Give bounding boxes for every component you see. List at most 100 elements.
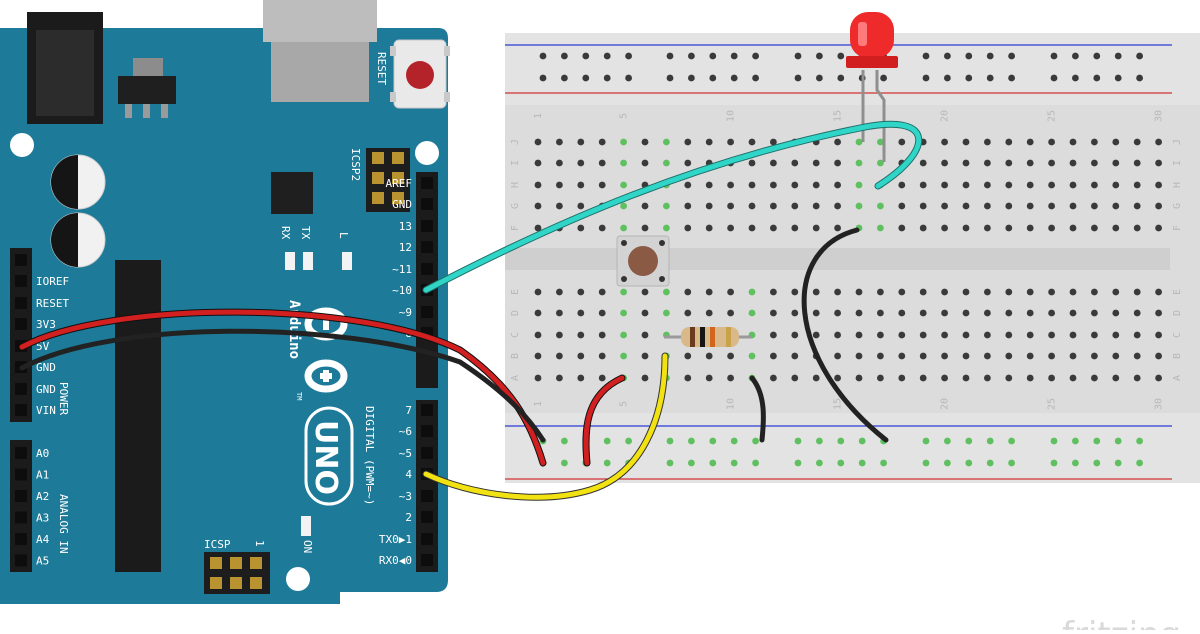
breadboard-hole[interactable] <box>534 202 542 210</box>
breadboard-hole[interactable] <box>748 181 756 189</box>
breadboard-hole[interactable] <box>962 352 970 360</box>
breadboard-hole[interactable] <box>791 352 799 360</box>
breadboard-hole[interactable] <box>1155 224 1162 232</box>
breadboard-hole[interactable] <box>941 309 948 317</box>
breadboard-hole[interactable] <box>770 138 777 146</box>
breadboard-hole[interactable] <box>812 181 820 189</box>
breadboard-hole[interactable] <box>1133 374 1141 382</box>
breadboard-hole[interactable] <box>898 352 906 360</box>
breadboard-hole[interactable] <box>1048 309 1055 317</box>
breadboard-hole[interactable] <box>684 224 692 232</box>
breadboard-hole[interactable] <box>1069 288 1077 296</box>
rail-hole[interactable] <box>816 437 823 445</box>
breadboard-hole[interactable] <box>663 202 670 210</box>
breadboard-hole[interactable] <box>1026 202 1034 210</box>
breadboard-hole[interactable] <box>941 224 948 232</box>
breadboard-hole[interactable] <box>791 181 799 189</box>
breadboard-hole[interactable] <box>727 138 734 146</box>
breadboard-hole[interactable] <box>727 288 734 296</box>
breadboard-hole[interactable] <box>812 331 820 339</box>
rail-hole[interactable] <box>666 74 674 82</box>
breadboard-hole[interactable] <box>962 202 970 210</box>
breadboard-hole[interactable] <box>834 202 841 210</box>
breadboard-hole[interactable] <box>684 352 692 360</box>
breadboard-hole[interactable] <box>556 288 563 296</box>
breadboard-hole[interactable] <box>877 202 884 210</box>
breadboard-hole[interactable] <box>1048 159 1055 167</box>
digital-pin[interactable] <box>421 306 433 318</box>
breadboard-hole[interactable] <box>1005 159 1013 167</box>
rail-hole[interactable] <box>986 74 994 82</box>
rail-hole[interactable] <box>561 437 568 445</box>
rail-hole[interactable] <box>730 74 738 82</box>
breadboard-hole[interactable] <box>1026 352 1034 360</box>
rail-hole[interactable] <box>837 437 845 445</box>
breadboard-hole[interactable] <box>941 202 948 210</box>
breadboard-hole[interactable] <box>1112 288 1120 296</box>
breadboard-hole[interactable] <box>919 309 927 317</box>
breadboard-hole[interactable] <box>534 309 542 317</box>
breadboard-hole[interactable] <box>877 138 884 146</box>
breadboard-hole[interactable] <box>1133 288 1141 296</box>
rail-hole[interactable] <box>561 52 568 60</box>
breadboard-hole[interactable] <box>748 159 756 167</box>
rail-hole[interactable] <box>858 459 866 467</box>
digital-pin[interactable] <box>421 198 433 210</box>
rail-hole[interactable] <box>709 52 717 60</box>
breadboard-hole[interactable] <box>684 309 692 317</box>
breadboard-hole[interactable] <box>598 288 606 296</box>
breadboard-hole[interactable] <box>641 352 649 360</box>
breadboard-hole[interactable] <box>812 374 820 382</box>
breadboard-hole[interactable] <box>791 288 799 296</box>
analog-pin[interactable] <box>15 490 27 502</box>
power-pin[interactable] <box>15 297 27 309</box>
breadboard-hole[interactable] <box>855 138 863 146</box>
breadboard-hole[interactable] <box>534 331 542 339</box>
breadboard-hole[interactable] <box>534 352 542 360</box>
breadboard-hole[interactable] <box>1155 374 1162 382</box>
breadboard-hole[interactable] <box>727 352 734 360</box>
breadboard-hole[interactable] <box>534 159 542 167</box>
breadboard-hole[interactable] <box>919 288 927 296</box>
breadboard-hole[interactable] <box>577 331 585 339</box>
breadboard-hole[interactable] <box>748 352 756 360</box>
rail-hole[interactable] <box>625 74 632 82</box>
breadboard-hole[interactable] <box>620 224 627 232</box>
rail-hole[interactable] <box>1114 52 1122 60</box>
breadboard-hole[interactable] <box>556 138 563 146</box>
breadboard-hole[interactable] <box>1005 374 1013 382</box>
breadboard-hole[interactable] <box>855 159 863 167</box>
breadboard-hole[interactable] <box>577 202 585 210</box>
rail-hole[interactable] <box>1114 437 1122 445</box>
rail-hole[interactable] <box>1050 52 1058 60</box>
breadboard-hole[interactable] <box>663 309 670 317</box>
power-pin[interactable] <box>15 275 27 287</box>
breadboard-hole[interactable] <box>1048 202 1055 210</box>
breadboard-hole[interactable] <box>855 352 863 360</box>
breadboard-hole[interactable] <box>705 181 713 189</box>
breadboard-hole[interactable] <box>1048 288 1055 296</box>
breadboard-hole[interactable] <box>1005 352 1013 360</box>
breadboard-hole[interactable] <box>877 224 884 232</box>
breadboard-hole[interactable] <box>598 374 606 382</box>
breadboard-hole[interactable] <box>770 331 777 339</box>
rail-hole[interactable] <box>730 459 738 467</box>
breadboard-hole[interactable] <box>1112 159 1120 167</box>
rail-hole[interactable] <box>816 52 823 60</box>
rail-hole[interactable] <box>1114 459 1122 467</box>
breadboard-hole[interactable] <box>1069 331 1077 339</box>
breadboard-hole[interactable] <box>984 331 991 339</box>
breadboard-hole[interactable] <box>962 288 970 296</box>
breadboard-hole[interactable] <box>598 309 606 317</box>
breadboard-hole[interactable] <box>577 309 585 317</box>
breadboard-hole[interactable] <box>791 159 799 167</box>
rail-hole[interactable] <box>539 52 547 60</box>
rail-hole[interactable] <box>561 459 568 467</box>
breadboard-hole[interactable] <box>1133 331 1141 339</box>
analog-pin[interactable] <box>15 511 27 524</box>
breadboard-hole[interactable] <box>598 331 606 339</box>
breadboard-hole[interactable] <box>1091 202 1098 210</box>
breadboard-hole[interactable] <box>620 331 627 339</box>
breadboard-hole[interactable] <box>812 202 820 210</box>
digital-pin[interactable] <box>421 263 433 275</box>
